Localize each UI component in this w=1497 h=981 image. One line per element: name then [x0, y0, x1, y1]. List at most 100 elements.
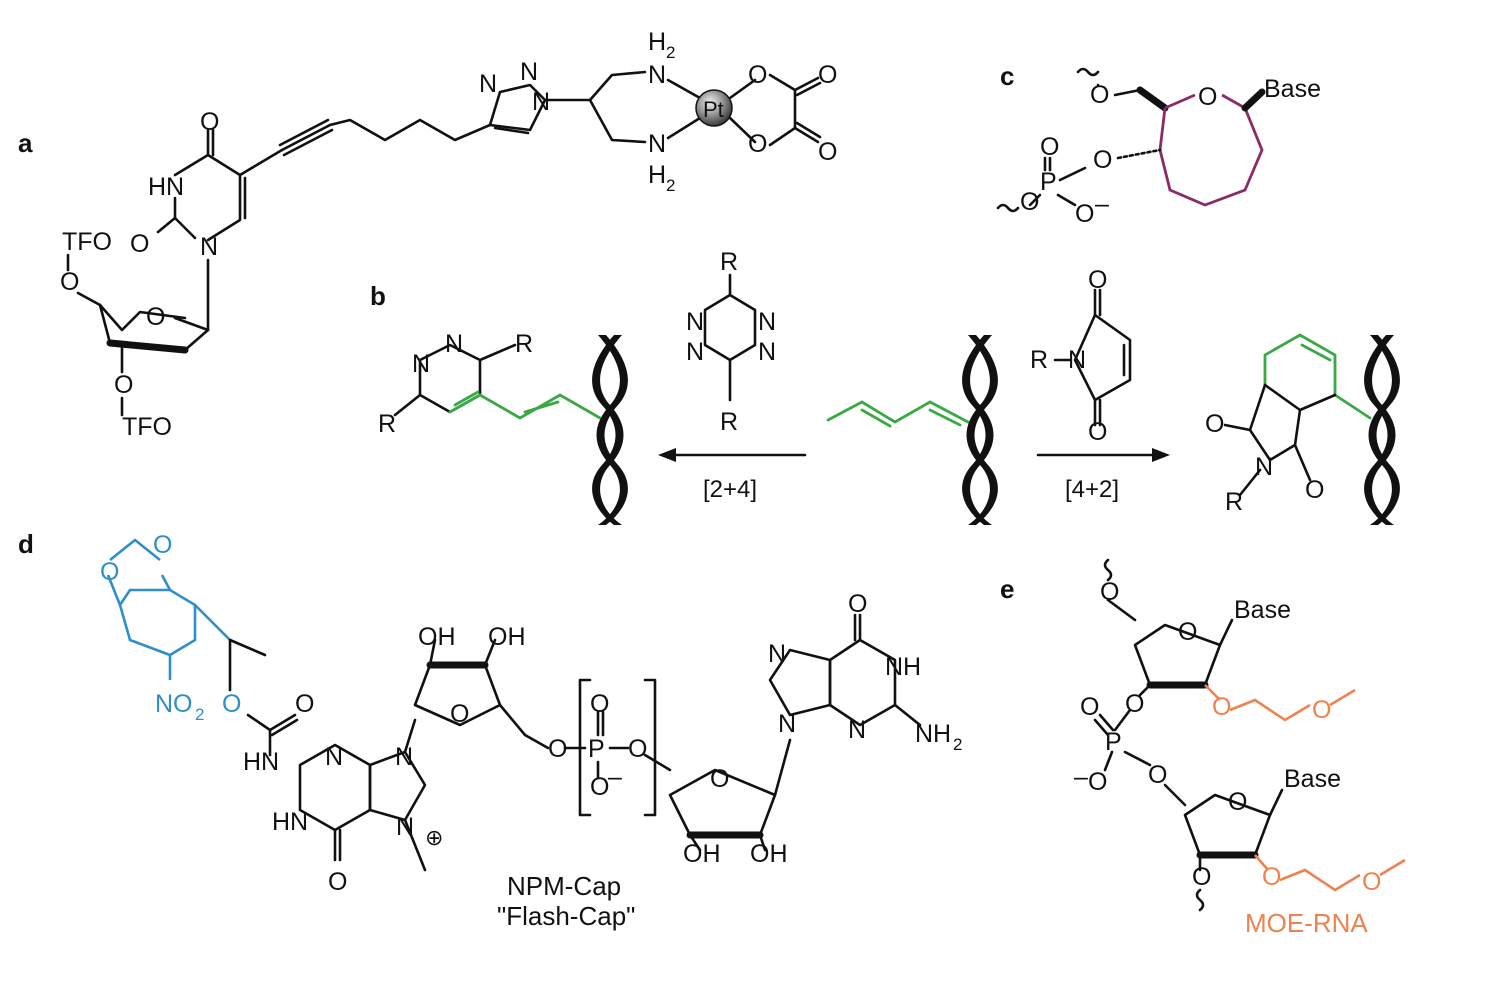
subscript-2-top: 2: [666, 43, 675, 62]
maleimide-ring: [1073, 313, 1132, 402]
wavy-bond-c-top: [1076, 67, 1100, 77]
atom-o-c2: O: [130, 230, 149, 258]
atom-oxalate-o2: O: [748, 130, 767, 158]
atom-o-3prime: O: [114, 371, 133, 399]
dna-helix-middle: [962, 335, 998, 525]
atom-e-o5-top: O: [1100, 578, 1119, 606]
atom-tz-n2: N: [758, 308, 776, 336]
atom-n1: N: [200, 233, 218, 261]
atom-b-n1: N: [412, 350, 430, 378]
atom-d-no2: NO: [155, 690, 193, 718]
ribose-bottom: [668, 768, 777, 837]
panel-label-d: d: [18, 529, 34, 559]
atom-d-o-5p: O: [548, 735, 567, 763]
panel-c-structure: O O Base O O P O O –: [996, 67, 1321, 228]
atom-oxalate-o4: O: [818, 138, 837, 166]
ribose-top: [413, 663, 502, 727]
atom-e-o3-bottom: O: [1192, 863, 1211, 891]
atom-d-o-ring-bottom: O: [710, 765, 729, 793]
panel-label-b: b: [370, 281, 386, 311]
e-sugar-top: [1133, 623, 1222, 687]
arrow-label-left: [2+4]: [703, 476, 757, 503]
subscript-d-no2: 2: [195, 705, 204, 724]
caption-flash-cap: "Flash-Cap": [497, 901, 635, 931]
atom-d-blue-o1: O: [100, 558, 119, 586]
atom-c-po-o: O: [1040, 133, 1059, 161]
oxocane-ring: [1164, 93, 1196, 110]
panel-label-e: e: [1000, 574, 1014, 604]
atom-e-ome-bottom: O: [1362, 868, 1381, 896]
atom-triazole-n2: N: [520, 58, 538, 86]
atom-d-n3: N: [325, 743, 343, 771]
guanine-right-imidazole: [768, 648, 832, 717]
label-e-base-top: Base: [1234, 596, 1291, 624]
atom-e-ome-top: O: [1312, 696, 1331, 724]
atom-da-o1: O: [1205, 410, 1224, 438]
atom-pt: Pt: [703, 97, 724, 122]
atom-oxalate-o1: O: [748, 61, 767, 89]
atom-d-n7: N: [396, 813, 414, 841]
tetrazine-ring: [703, 293, 757, 362]
atom-d-hn: HN: [272, 808, 308, 836]
charge-c-minus: –: [1095, 190, 1109, 218]
nitropiperonyl-group: O O NO 2 O: [100, 531, 267, 724]
atom-e-o5-bottom: O: [1148, 761, 1167, 789]
atom-h2-bottom: H: [648, 161, 666, 189]
atom-b-n2: N: [445, 330, 463, 358]
atom-d-o6: O: [328, 868, 347, 896]
atom-o-5prime: O: [60, 268, 79, 296]
atom-nh-top: N: [648, 61, 666, 89]
atom-d-g-n3: N: [848, 716, 866, 744]
atom-c-o-minus: O: [1075, 200, 1094, 228]
atom-triazole-n1: N: [532, 88, 550, 116]
atom-d-carbamate-o: O: [295, 690, 314, 718]
atom-mal-r: R: [1030, 346, 1048, 374]
atom-b-r2: R: [378, 410, 396, 438]
atom-nh-bottom: N: [648, 130, 666, 158]
atom-da-r: R: [1225, 488, 1243, 516]
cyclohexene-ring: [1263, 333, 1337, 397]
dna-helix-right: [1364, 335, 1400, 525]
atom-d-n9: N: [395, 743, 413, 771]
panel-label-a: a: [18, 128, 33, 158]
atom-da-n: N: [1255, 453, 1273, 481]
atom-triazole-n3: N: [479, 70, 497, 98]
label-e-base-bottom: Base: [1284, 765, 1341, 793]
atom-tfo-3prime: TFO: [122, 413, 172, 441]
charge-d-minus: –: [608, 763, 622, 791]
atom-d-o-ring-top: O: [450, 700, 469, 728]
e-sugar-bottom: [1183, 793, 1272, 857]
atom-tfo-5prime: TFO: [62, 228, 112, 256]
atom-c-o3: O: [1093, 146, 1112, 174]
atom-h2-top: H: [648, 28, 666, 56]
subscript-d-nh2: 2: [953, 735, 962, 754]
atom-tz-n3: N: [686, 338, 704, 366]
atom-mal-o1: O: [1088, 266, 1107, 294]
subscript-2-bottom: 2: [666, 176, 675, 195]
atom-d-g-nh: NH: [885, 653, 921, 681]
atom-o-c4: O: [200, 108, 219, 136]
atom-d-oh3: OH: [683, 840, 721, 868]
atom-d-p: P: [588, 735, 605, 763]
atom-e-o-ring-bottom: O: [1228, 788, 1247, 816]
atom-e-o-ring-top: O: [1178, 618, 1197, 646]
atom-mal-o2: O: [1088, 418, 1107, 446]
sugar-ring-a: [98, 303, 187, 332]
atom-d-oh4: OH: [750, 840, 788, 868]
atom-e-o3-top: O: [1125, 690, 1144, 718]
atom-d-p-o: O: [590, 690, 609, 718]
atom-c-o-link: O: [1020, 188, 1039, 216]
wavy-bond-e-top: [1103, 558, 1113, 582]
atom-e-o2-top: O: [1212, 693, 1231, 721]
atom-d-o-link: O: [628, 735, 647, 763]
panel-a-structure: TFO O O O TFO N HN O O N N N H 2 N N H 2…: [60, 28, 837, 441]
caption-npm-cap: NPM-Cap: [507, 871, 621, 901]
atom-e-p: P: [1105, 728, 1122, 756]
atom-d-oh1: OH: [418, 623, 456, 651]
atom-tz-r-top: R: [720, 248, 738, 276]
panel-d-structure: O O NO 2 O O HN N HN O N N ⊕ OH O: [100, 531, 962, 931]
atom-e-o2-bottom: O: [1262, 863, 1281, 891]
atom-tz-n4: N: [758, 338, 776, 366]
charge-d-plus: ⊕: [425, 825, 443, 850]
